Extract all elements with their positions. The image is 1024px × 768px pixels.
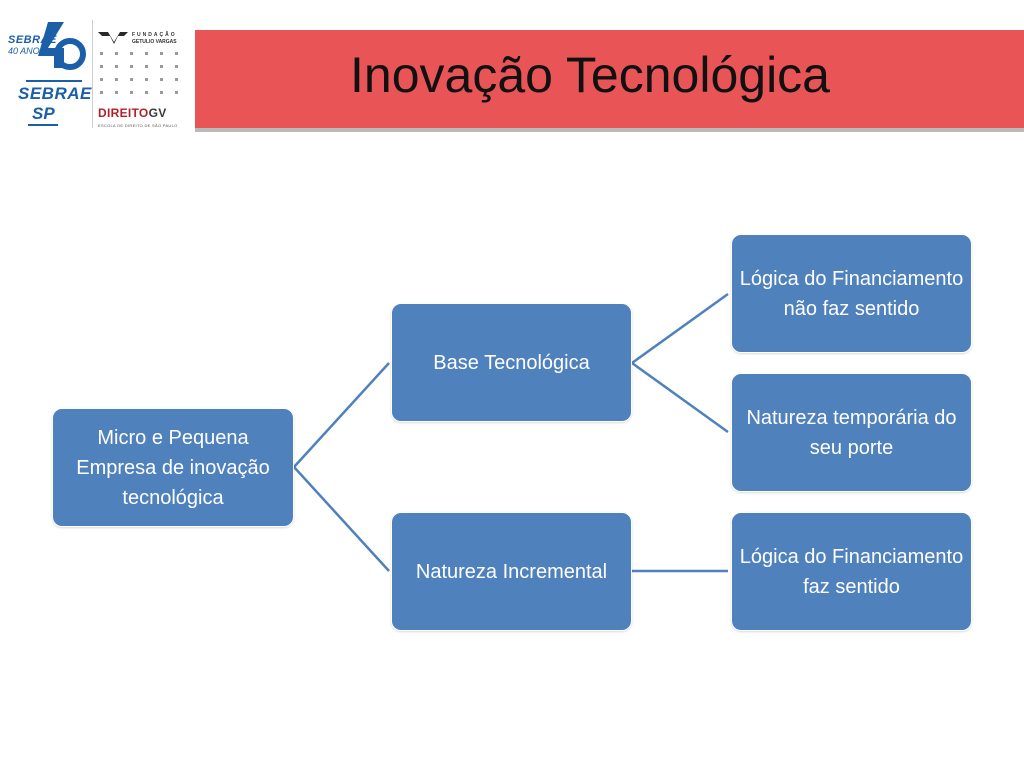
sebrae-sp-logo: SEBRAE SP bbox=[18, 80, 91, 126]
node-label: Micro e Pequena Empresa de inovação tecn… bbox=[76, 426, 270, 509]
logo-divider bbox=[92, 20, 93, 128]
node-label: Natureza temporária do seu porte bbox=[746, 406, 957, 459]
connector-base-to-natureza-temporaria bbox=[631, 361, 729, 434]
fgv-dot bbox=[100, 65, 103, 68]
fgv-dot bbox=[145, 78, 148, 81]
connector-root-to-incremental bbox=[293, 466, 390, 572]
fgv-dot bbox=[145, 52, 148, 55]
fgv-gv-text: GV bbox=[148, 106, 167, 120]
node-label: Lógica do Financiamento faz sentido bbox=[739, 545, 964, 598]
fgv-dot bbox=[130, 78, 133, 81]
fgv-direito-text: DIREITO bbox=[98, 106, 149, 120]
fgv-dot bbox=[130, 52, 133, 55]
fgv-dot bbox=[175, 52, 178, 55]
fgv-dot bbox=[160, 52, 163, 55]
fgv-direito-logo: FUNDAÇÃO GETULIO VARGAS DIREITOGV ESCOLA… bbox=[98, 30, 192, 130]
sebrae-40-emblem-icon bbox=[38, 22, 86, 70]
fgv-dot-grid bbox=[100, 52, 190, 104]
fgv-dot bbox=[145, 65, 148, 68]
fgv-direito-wordmark: DIREITOGV bbox=[98, 106, 167, 120]
sebrae-sp-line1: SEBRAE bbox=[18, 84, 92, 103]
node-natureza-temporaria: Natureza temporária do seu porte bbox=[731, 373, 972, 492]
fgv-dot bbox=[160, 91, 163, 94]
fgv-getulio-text: GETULIO VARGAS bbox=[132, 39, 177, 45]
fgv-dot bbox=[130, 91, 133, 94]
node-logica-financiamento-nao-faz-sentido: Lógica do Financiamento não faz sentido bbox=[731, 234, 972, 353]
logo-area: SEBRAE 40 ANOS SEBRAE SP FUNDAÇÃO GETULI… bbox=[0, 0, 195, 132]
fgv-escola-text: ESCOLA DE DIREITO DE SÃO PAULO bbox=[98, 123, 178, 128]
fgv-dot bbox=[115, 65, 118, 68]
fgv-emblem-icon bbox=[98, 32, 128, 44]
fgv-dot bbox=[115, 78, 118, 81]
node-label: Base Tecnológica bbox=[433, 351, 590, 374]
fgv-dot bbox=[130, 65, 133, 68]
node-logica-financiamento-faz-sentido: Lógica do Financiamento faz sentido bbox=[731, 512, 972, 631]
fgv-dot bbox=[100, 52, 103, 55]
fgv-dot bbox=[160, 78, 163, 81]
fgv-dot bbox=[175, 78, 178, 81]
sebrae-sp-stripe bbox=[26, 80, 82, 82]
sebrae-sp-line2: SP bbox=[32, 104, 55, 123]
page-title: Inovação Tecnológica bbox=[350, 47, 830, 103]
title-bar bbox=[195, 30, 1024, 128]
node-label: Lógica do Financiamento não faz sentido bbox=[739, 267, 964, 320]
fgv-dot bbox=[100, 91, 103, 94]
node-micro-pequena-empresa: Micro e Pequena Empresa de inovação tecn… bbox=[52, 408, 294, 527]
fgv-dot bbox=[100, 78, 103, 81]
fgv-dot bbox=[115, 52, 118, 55]
sebrae-40-line1: SEBRAE bbox=[8, 34, 57, 46]
fgv-dot bbox=[175, 65, 178, 68]
fgv-dot bbox=[115, 91, 118, 94]
connector-root-to-base bbox=[293, 362, 390, 468]
fgv-dot bbox=[175, 91, 178, 94]
fgv-fundacao-text: FUNDAÇÃO bbox=[132, 32, 177, 38]
sebrae-40-line2: 40 ANOS bbox=[8, 46, 46, 56]
fgv-dot bbox=[160, 65, 163, 68]
node-base-tecnologica: Base Tecnológica bbox=[391, 303, 632, 422]
connector-base-to-logica-nao bbox=[631, 292, 729, 365]
sebrae-40-anos-logo: SEBRAE 40 ANOS bbox=[8, 18, 86, 74]
node-label: Natureza Incremental bbox=[415, 560, 608, 583]
sebrae-sp-stripe bbox=[28, 124, 58, 126]
title-bar-shadow bbox=[195, 128, 1024, 132]
fgv-dot bbox=[145, 91, 148, 94]
node-natureza-incremental: Natureza Incremental bbox=[391, 512, 632, 631]
